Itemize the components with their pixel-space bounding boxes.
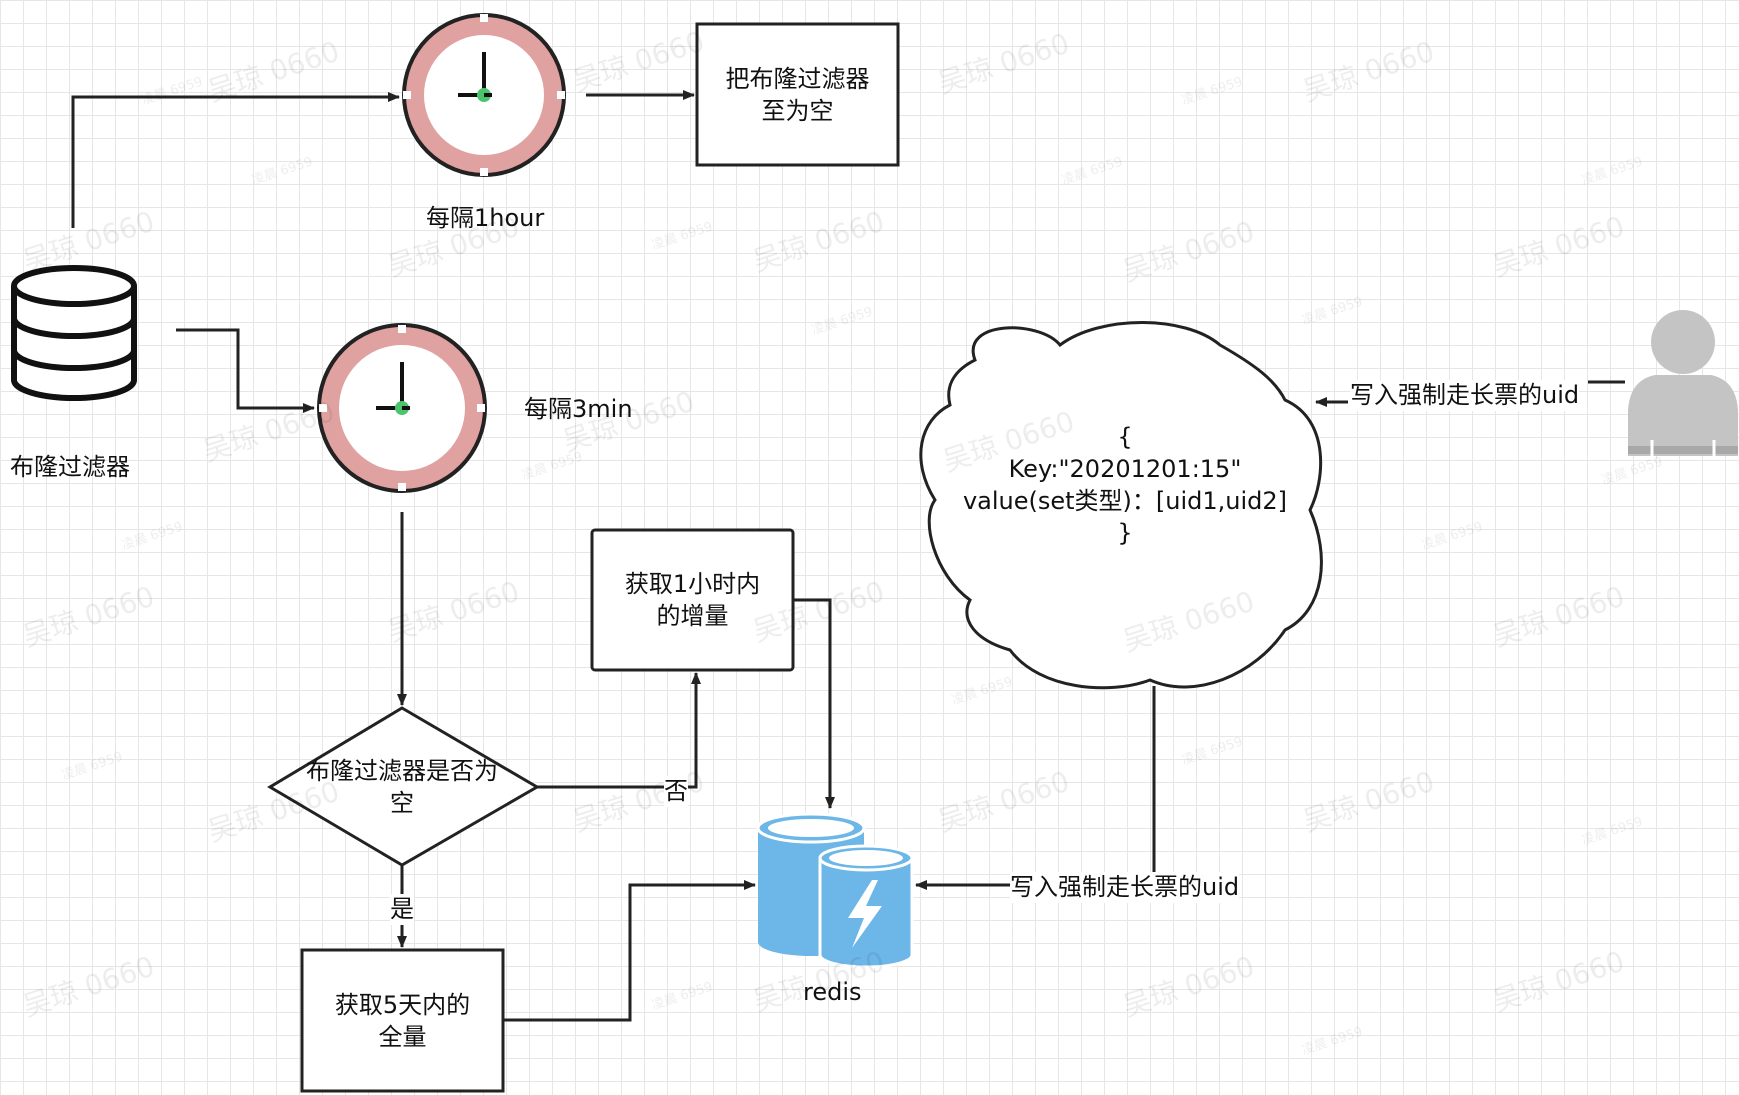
edge-label-yes: 是 xyxy=(390,894,414,925)
decision-text: 布隆过滤器是否为 空 xyxy=(270,755,534,819)
reset-filter-line: 把布隆过滤器 xyxy=(725,64,870,93)
edge-db-to-3min-clock xyxy=(176,328,315,413)
cloud-line: value(set类型)：[uid1,uid2] xyxy=(962,487,1288,515)
user-write-label: 写入强制走长票的uid xyxy=(1350,380,1580,411)
incremental-line: 获取1小时内 xyxy=(624,570,761,598)
edges xyxy=(71,90,1625,1022)
database-icon xyxy=(11,265,137,401)
cloud-line: } xyxy=(1117,519,1133,547)
redis-icon xyxy=(756,812,914,969)
hourly-timer-label: 每隔1hour xyxy=(426,204,545,232)
clock-icon xyxy=(402,13,566,177)
full-load-box xyxy=(300,948,505,1093)
decision-line: 空 xyxy=(390,789,414,817)
cloud-line: Key:"20201201:15" xyxy=(1008,455,1242,483)
full-load-text: 获取5天内的 全量 xyxy=(302,950,503,1091)
three-minute-timer-label: 每隔3min xyxy=(524,395,633,423)
reset-filter-line: 至为空 xyxy=(761,96,834,125)
clock-icon xyxy=(317,323,487,493)
incremental-text: 获取1小时内 的增量 xyxy=(592,530,793,670)
reset-filter-box xyxy=(695,22,900,167)
cloud-write-label: 写入强制走长票的uid xyxy=(1010,872,1240,903)
edge-full-to-redis xyxy=(503,880,756,1022)
edge-label-no: 否 xyxy=(664,776,688,807)
edge-cloud-to-redis xyxy=(915,686,1156,890)
decision-line: 布隆过滤器是否为 xyxy=(306,757,498,785)
user-icon xyxy=(1628,310,1738,456)
cloud-line: { xyxy=(1117,423,1133,451)
reset-filter-text: 把布隆过滤器 至为空 xyxy=(697,24,898,165)
edge-db-to-hourly-clock xyxy=(71,92,400,228)
redis-label: redis xyxy=(803,978,862,1006)
edge-incremental-to-redis xyxy=(793,598,835,809)
edge-decision-no-to-incremental xyxy=(537,672,701,789)
full-load-line: 获取5天内的 xyxy=(334,990,471,1019)
bloom-filter-label: 布隆过滤器 xyxy=(10,453,130,481)
cloud-shape xyxy=(919,321,1323,690)
incremental-line: 的增量 xyxy=(656,602,729,630)
full-load-line: 全量 xyxy=(378,1022,427,1051)
cloud-text: { Key:"20201201:15" value(set类型)：[uid1,u… xyxy=(940,420,1310,550)
